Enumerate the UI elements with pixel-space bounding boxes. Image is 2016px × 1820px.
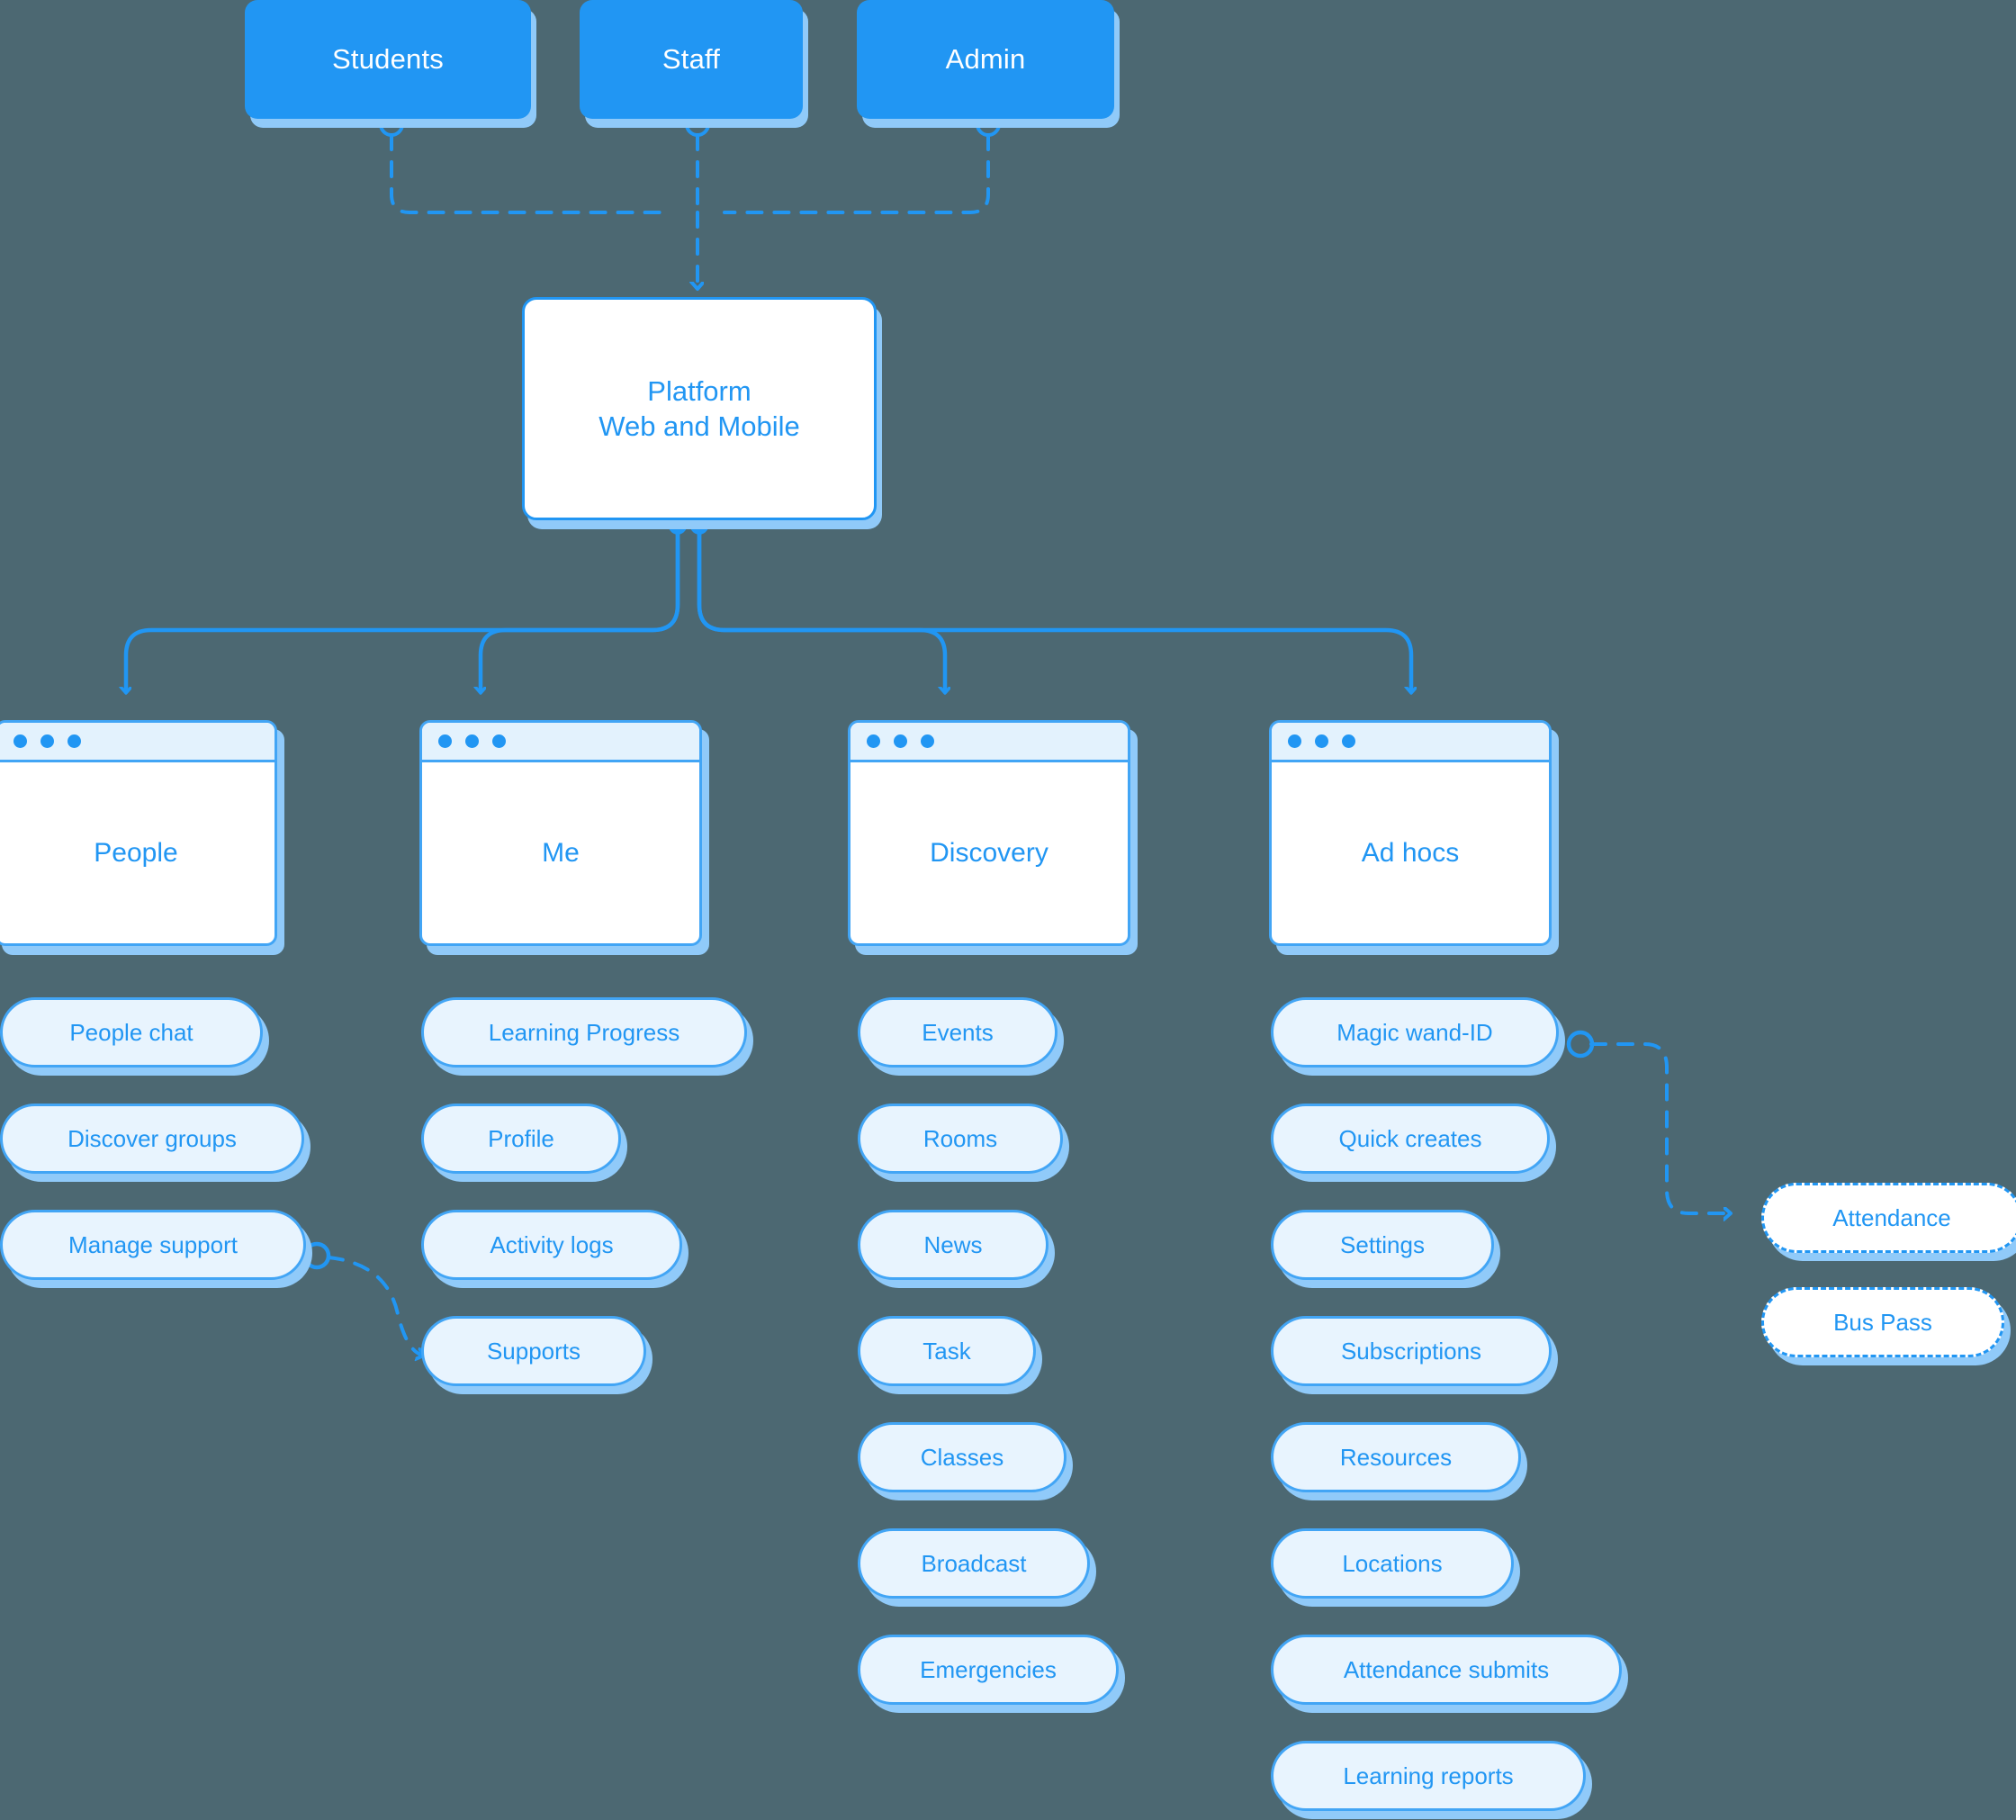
pill-label: Learning reports [1343,1761,1514,1789]
dot-yellow-icon [40,734,54,748]
window-body: Discovery [850,762,1128,943]
section-title-discovery: Discovery [930,837,1048,868]
pill-learning-reports[interactable]: Learning reports [1271,1741,1586,1811]
pill-events[interactable]: Events [858,997,1058,1068]
section-title-people: People [94,837,178,868]
wire-magicwand-to-attendance [1589,1042,1728,1213]
pill-label: Manage support [68,1230,238,1258]
actor-box-admin[interactable]: Admin [857,0,1114,119]
pill-attendance-submits[interactable]: Attendance submits [1271,1635,1622,1705]
pill-label: Magic wand-ID [1336,1018,1493,1046]
section-card-people[interactable]: People [0,720,277,946]
platform-to-sections-wires [126,519,1411,691]
connector-circle-magic-wand-id [1566,1030,1595,1059]
pill-activity-logs[interactable]: Activity logs [421,1210,682,1280]
section-title-me: Me [542,837,580,868]
pill-label: Settings [1340,1230,1425,1258]
pill-news[interactable]: News [858,1210,1048,1280]
pill-attendance[interactable]: Attendance [1761,1183,2016,1253]
pill-people-chat[interactable]: People chat [0,997,263,1068]
section-card-ad-hocs[interactable]: Ad hocs [1269,720,1552,946]
window-titlebar [1272,723,1549,762]
dot-red-icon [438,734,452,748]
section-card-discovery[interactable]: Discovery [848,720,1130,946]
dot-green-icon [492,734,506,748]
dot-yellow-icon [894,734,907,748]
pill-label: News [923,1230,983,1258]
pill-emergencies[interactable]: Emergencies [858,1635,1119,1705]
pill-label: Task [922,1337,971,1365]
wire-students-platform [390,133,672,214]
pill-label: Supports [486,1337,581,1365]
pill-label: Events [922,1018,994,1046]
pill-locations[interactable]: Locations [1271,1528,1514,1599]
window-titlebar [850,723,1128,762]
connector-circle-manage-support [302,1241,331,1270]
window-body: People [0,762,274,943]
pill-supports[interactable]: Supports [421,1316,646,1386]
window-body: Ad hocs [1272,762,1549,943]
pill-label: Attendance [1832,1203,1951,1231]
dot-green-icon [68,734,81,748]
pill-label: Quick creates [1338,1124,1482,1152]
pill-label: Discover groups [68,1124,237,1152]
wire-manage-support-to-supports [327,1256,421,1355]
actor-label-staff: Staff [662,43,721,75]
actor-box-staff[interactable]: Staff [580,0,803,119]
wire-platform-adhocs [697,519,1411,691]
dot-red-icon [867,734,880,748]
pill-label: Subscriptions [1340,1337,1482,1365]
pill-settings[interactable]: Settings [1271,1210,1494,1280]
wire-platform-me [481,519,680,691]
pill-resources[interactable]: Resources [1271,1422,1521,1492]
actor-to-platform-wires [390,133,990,286]
dot-yellow-icon [465,734,479,748]
dot-red-icon [1288,734,1301,748]
actor-label-students: Students [332,43,444,75]
pill-label: Resources [1339,1443,1453,1471]
pill-label: Emergencies [920,1655,1057,1683]
pill-classes[interactable]: Classes [858,1422,1066,1492]
section-title-ad-hocs: Ad hocs [1361,837,1460,868]
section-card-me[interactable]: Me [419,720,702,946]
actor-label-admin: Admin [945,43,1026,75]
pill-subscriptions[interactable]: Subscriptions [1271,1316,1552,1386]
pill-label: Broadcast [921,1549,1027,1577]
pill-label: Activity logs [490,1230,614,1258]
pill-label: Profile [488,1124,554,1152]
wire-platform-people [126,519,680,691]
dot-green-icon [921,734,934,748]
pill-bus-pass[interactable]: Bus Pass [1761,1287,2004,1357]
pill-label: Locations [1342,1549,1443,1577]
dot-green-icon [1342,734,1355,748]
pill-task[interactable]: Task [858,1316,1036,1386]
window-titlebar [0,723,274,762]
platform-box[interactable]: Platform Web and Mobile [522,297,877,520]
platform-label: Platform Web and Mobile [598,374,800,442]
actor-box-students[interactable]: Students [245,0,531,119]
pill-label: Rooms [922,1124,998,1152]
wire-platform-discovery [697,519,945,691]
pill-learning-progress[interactable]: Learning Progress [421,997,747,1068]
pill-discover-groups[interactable]: Discover groups [0,1104,304,1174]
pill-label: Attendance submits [1343,1655,1550,1683]
pill-label: Bus Pass [1833,1308,1932,1336]
pill-magic-wand-id[interactable]: Magic wand-ID [1271,997,1559,1068]
pill-rooms[interactable]: Rooms [858,1104,1063,1174]
window-body: Me [422,762,699,943]
dot-red-icon [14,734,27,748]
wire-admin-platform [723,133,990,214]
pill-label: Learning Progress [488,1018,680,1046]
pill-label: People chat [69,1018,194,1046]
dot-yellow-icon [1315,734,1328,748]
pill-manage-support[interactable]: Manage support [0,1210,306,1280]
pill-broadcast[interactable]: Broadcast [858,1528,1090,1599]
pill-profile[interactable]: Profile [421,1104,621,1174]
pill-label: Classes [920,1443,1004,1471]
pill-quick-creates[interactable]: Quick creates [1271,1104,1550,1174]
window-titlebar [422,723,699,762]
